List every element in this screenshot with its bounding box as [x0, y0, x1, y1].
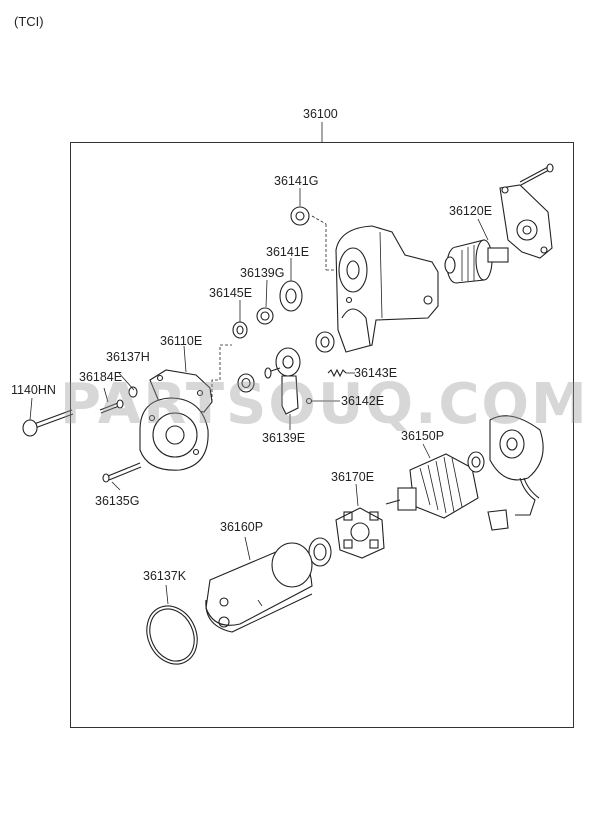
armature-bearing — [467, 451, 485, 473]
armature — [385, 453, 479, 519]
callout-36145E: 36145E — [209, 286, 253, 300]
callout-36110E: 36110E — [160, 334, 203, 348]
leader-36120E — [477, 218, 489, 241]
callout-36160P: 36160P — [220, 520, 264, 534]
callout-36135G: 36135G — [95, 494, 140, 508]
washer-36145E — [232, 321, 248, 339]
callout-1140HN: 1140HN — [11, 383, 56, 397]
o-ring-36137H — [128, 386, 138, 398]
seal-ring — [237, 373, 255, 393]
callout-36137K: 36137K — [143, 569, 187, 583]
callout-36141G: 36141G — [274, 174, 319, 188]
spring — [327, 368, 347, 378]
callout-36120E: 36120E — [449, 204, 493, 218]
callout-36184E: 36184E — [79, 370, 123, 384]
shaft-lever — [264, 347, 301, 415]
rear-bracket — [499, 184, 553, 259]
assembly-label: 36100 — [303, 107, 338, 121]
callout-36143E: 36143E — [354, 366, 398, 380]
callout-36139E: 36139E — [262, 431, 306, 445]
watermark: PARTSOUQ.COM — [60, 372, 589, 437]
yoke-seal — [308, 537, 332, 567]
callout-36141E: 36141E — [266, 245, 310, 259]
variant-label: (TCI) — [14, 14, 44, 29]
bolt-36184E — [99, 399, 124, 414]
shaft-bearing — [315, 331, 335, 353]
assembly-frame — [70, 142, 574, 728]
callout-36137H: 36137H — [106, 350, 150, 364]
gear-bearing — [256, 307, 274, 325]
small-gear — [290, 206, 310, 226]
bolt-top-right — [519, 163, 554, 186]
clutch-assembly — [444, 239, 509, 284]
gear-housing — [335, 225, 439, 353]
end-cover — [487, 415, 544, 531]
o-ring-36137K — [146, 605, 198, 665]
steel-ball — [305, 397, 313, 405]
intermediate-gear — [279, 280, 303, 312]
callout-36142E: 36142E — [341, 394, 385, 408]
callout-36139G: 36139G — [240, 266, 285, 280]
yoke — [205, 542, 313, 633]
bolt-36135G — [102, 462, 142, 483]
callout-36150P: 36150P — [401, 429, 445, 443]
front-cover — [139, 369, 213, 471]
brush-holder — [335, 507, 385, 559]
callout-36170E: 36170E — [331, 470, 375, 484]
